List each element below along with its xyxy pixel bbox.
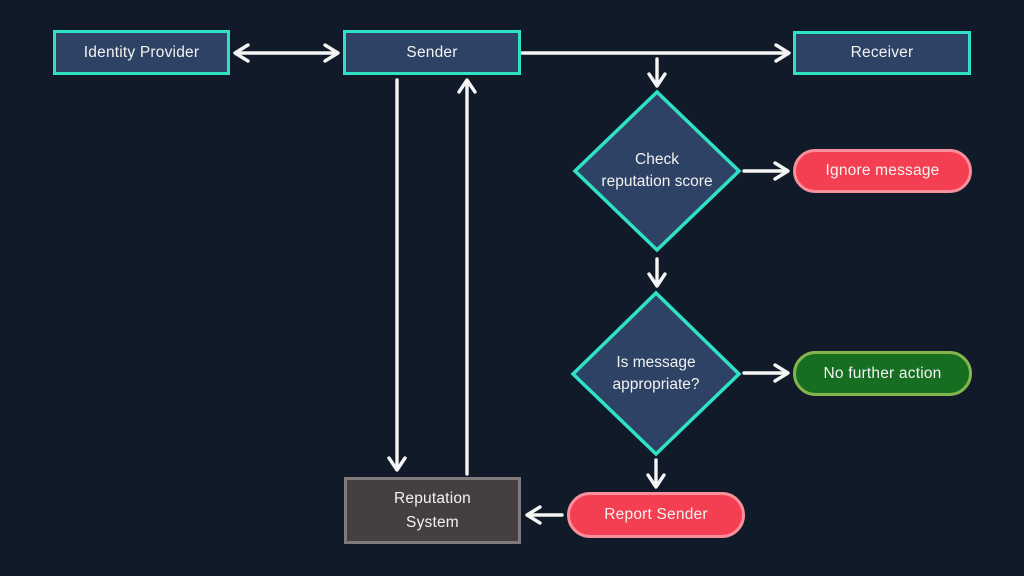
node-label: Sender xyxy=(406,43,458,61)
node-ignore-message: Ignore message xyxy=(793,149,972,193)
arrowhead-down-icon xyxy=(387,456,407,472)
arrowhead-down-icon xyxy=(647,272,667,288)
arrowhead-right-icon xyxy=(773,161,790,181)
node-label: Reputation System xyxy=(394,490,471,531)
node-check-reputation-score-diamond xyxy=(572,89,742,253)
arrowhead-right-icon xyxy=(773,363,790,383)
node-identity-provider: Identity Provider xyxy=(53,30,230,75)
arrowhead-left-icon xyxy=(525,505,542,525)
node-label: No further action xyxy=(823,364,942,382)
node-reputation-system: Reputation System xyxy=(344,477,521,544)
node-report-sender: Report Sender xyxy=(567,492,745,538)
arrowhead-right-icon xyxy=(323,43,340,63)
node-label: Identity Provider xyxy=(83,43,200,61)
node-label: Report Sender xyxy=(604,506,708,523)
node-is-message-appropriate-diamond xyxy=(570,290,742,457)
node-label: Ignore message xyxy=(825,162,940,179)
node-sender: Sender xyxy=(343,30,521,75)
arrowhead-right-icon xyxy=(774,43,791,63)
arrowhead-left-icon xyxy=(233,43,250,63)
node-receiver: Receiver xyxy=(793,31,971,75)
arrowhead-up-icon xyxy=(457,78,477,94)
arrowhead-down-icon xyxy=(646,473,666,489)
arrowhead-down-icon xyxy=(647,72,667,88)
node-label: Receiver xyxy=(850,44,914,61)
node-no-further-action: No further action xyxy=(793,351,972,396)
